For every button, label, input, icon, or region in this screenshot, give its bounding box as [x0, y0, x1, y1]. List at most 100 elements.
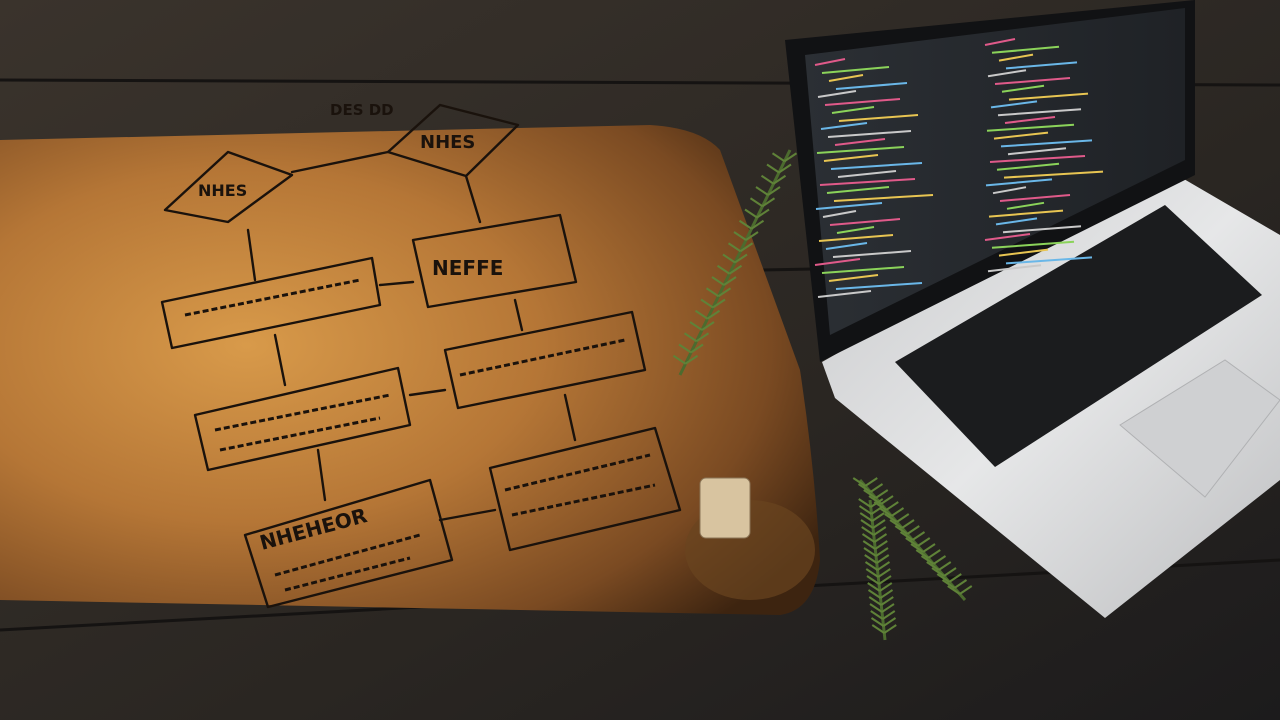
laptop-keyboard: [895, 205, 1262, 467]
code-line: [824, 98, 901, 106]
rosemary-leaf: [672, 354, 687, 365]
rosemary-leaf: [744, 208, 758, 219]
code-line: [814, 58, 846, 66]
rosemary-leaf: [873, 533, 888, 543]
rosemary-leaf: [684, 354, 699, 365]
scribble-lines: [184, 278, 656, 592]
rosemary-leaf: [711, 276, 725, 286]
code-line: [998, 53, 1034, 62]
code-line: [993, 131, 1049, 140]
rosemary-leaf: [870, 617, 885, 627]
rosemary-leaf: [922, 543, 936, 553]
diamond-top: [386, 103, 520, 178]
code-line: [819, 178, 916, 186]
code-line: [995, 217, 1038, 226]
rosemary-leaf: [723, 276, 737, 286]
rosemary-leaf: [889, 519, 903, 529]
rosemary-leaf: [927, 549, 941, 559]
rosemary-leaf: [861, 526, 875, 536]
rosemary-leaf: [864, 477, 878, 487]
rosemary-leaf: [761, 197, 776, 208]
diamond-left: [163, 150, 294, 224]
rosemary-leaf: [890, 507, 905, 517]
rosemary-leaf: [936, 573, 950, 583]
rosemary-leaf: [901, 519, 915, 529]
rosemary-leaf: [878, 575, 892, 585]
code-line: [985, 178, 1053, 187]
code-line: [821, 266, 905, 274]
rosemary-leaf: [722, 253, 736, 264]
rosemary-leaf: [876, 554, 890, 564]
code-line: [827, 130, 912, 138]
rosemary-leaf: [745, 231, 759, 241]
rosemary-leaf: [905, 537, 919, 547]
rosemary-leaf: [767, 186, 781, 196]
rosemary-leaf: [738, 219, 753, 230]
code-line: [835, 282, 923, 290]
rosemary-leaf: [766, 163, 780, 174]
rosemary-leaf: [771, 152, 786, 163]
code-line: [830, 162, 923, 170]
rosemary-leaf: [694, 309, 709, 320]
rosemary-leaf: [871, 512, 885, 522]
rosemary-leaf: [874, 540, 888, 550]
rosemary-leaf: [700, 298, 714, 309]
rosemary-leaf: [876, 561, 891, 571]
code-line: [815, 202, 883, 210]
rosemary-leaf: [865, 568, 879, 578]
rosemary-leaf: [705, 287, 720, 298]
rosemary-leaf: [877, 568, 891, 578]
rosemary-leaf: [920, 555, 935, 565]
diamond-top-label: NHES: [420, 132, 475, 153]
code-line: [835, 82, 908, 90]
rosemary-leaf: [915, 549, 929, 559]
rosemary-leaf: [864, 554, 878, 564]
rosemary-leaf: [734, 253, 748, 264]
rosemary-leaf: [867, 589, 882, 599]
rosemary-leaf: [783, 152, 798, 163]
rosemary-leaf: [885, 501, 899, 511]
code-line: [834, 138, 886, 146]
code-line: [833, 194, 934, 202]
rosemary-leaf: [869, 483, 884, 493]
rosemary-leaf: [926, 561, 940, 571]
box-neffe: [411, 213, 578, 309]
laptop: [785, 0, 1280, 618]
code-line: [816, 146, 905, 154]
code-line: [828, 74, 864, 82]
box-neffe-label: NEFFE: [432, 256, 503, 280]
rosemary-leaf: [931, 567, 945, 577]
code-line: [828, 274, 879, 282]
code-line: [996, 162, 1060, 171]
code-line: [997, 108, 1082, 117]
rosemary-leaf: [862, 540, 876, 550]
rosemary-leaf: [867, 582, 881, 592]
rosemary-leaf: [910, 543, 924, 553]
rosemary-leaf: [875, 547, 889, 557]
rosemary-leaf: [871, 624, 885, 634]
rosemary-leaf: [717, 287, 732, 298]
rosemary-leaf: [756, 208, 770, 219]
rosemary-leaf: [858, 498, 872, 508]
rosemary-leaf: [938, 561, 952, 571]
diamond-left-label: NHES: [198, 181, 247, 200]
rosemary-leaf: [883, 624, 897, 634]
code-line: [987, 264, 1042, 273]
box-d: [488, 426, 682, 552]
rosemary-leaf: [870, 610, 884, 620]
rosemary-leaf: [881, 603, 895, 613]
code-line: [837, 170, 897, 178]
box-a: [160, 256, 382, 350]
rosemary-leaf: [695, 332, 710, 343]
rosemary-leaf: [728, 264, 743, 275]
code-line: [999, 194, 1071, 202]
code-line: [984, 38, 1016, 46]
rosemary-leaf: [880, 596, 894, 606]
rosemary-leaf: [712, 298, 726, 309]
code-line: [1000, 139, 1093, 148]
rosemary-leaf: [870, 498, 884, 508]
box-b: [443, 310, 647, 410]
laptop-screen: [805, 8, 1185, 335]
code-line: [829, 218, 901, 226]
rosemary-leaf: [860, 519, 874, 529]
